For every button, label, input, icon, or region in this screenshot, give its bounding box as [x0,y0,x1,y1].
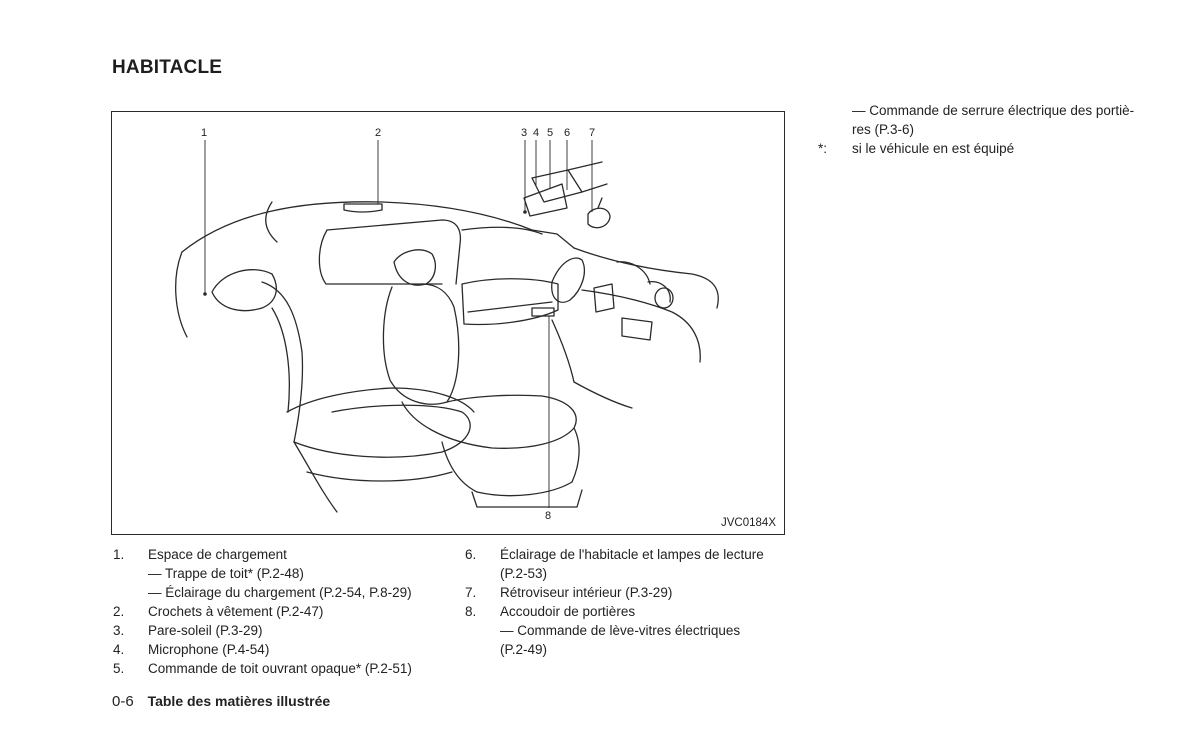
footer-title: Table des matières illustrée [147,693,331,709]
callout-7: 7 [588,127,596,139]
door-armrest [531,307,555,317]
front-headrest [393,249,437,286]
legend-text: Pare-soleil (P.3-29) [148,623,263,638]
callout-1: 1 [200,127,208,139]
notes-column: — Commande de serrure électrique des por… [818,101,1148,158]
legend-number: 8. [465,604,477,619]
legend-item: 4. Microphone (P.4-54) [113,640,443,659]
legend-subitem: — Éclairage du chargement (P.2-54, P.8-2… [148,585,412,600]
callout-4: 4 [532,127,540,139]
figure-code: JVC0184X [721,517,776,529]
note-line: — Commande de serrure électrique des por… [852,103,1135,118]
legend-item: 1. Espace de chargement [113,545,443,564]
legend-item: 2. Crochets à vêtement (P.2-47) [113,602,443,621]
steering-wheel [551,257,585,303]
rear-view-mirror [587,207,611,229]
legend-number: 3. [113,623,125,638]
legend-text: Éclairage de l'habitacle et lampes de le… [500,547,764,562]
footnote-text: si le véhicule en est équipé [852,141,1015,156]
legend-text: Rétroviseur intérieur (P.3-29) [500,585,673,600]
legend-left-column: 1. Espace de chargement — Trappe de toit… [113,545,443,678]
footnote: *: si le véhicule en est équipé [818,139,1148,158]
legend-item: 8. Accoudoir de portières [465,602,785,621]
legend-continuation: (P.2-53) [500,566,548,581]
legend-subitem: — Commande de lève-vitres électriques [500,623,741,638]
footnote-symbol: *: [818,141,828,156]
car-interior-drawing [175,140,719,513]
sun-visor [523,183,568,217]
page-number: 0-6 [112,693,134,710]
legend-middle-column: 6. Éclairage de l'habitacle et lampes de… [465,545,785,659]
legend-item: 7. Rétroviseur intérieur (P.3-29) [465,583,785,602]
legend-subitem: — Trappe de toit* (P.2-48) [148,566,304,581]
section-title: HABITACLE [112,57,223,78]
legend-item: 6. Éclairage de l'habitacle et lampes de… [465,545,785,564]
callout-5: 5 [546,127,554,139]
note-line: res (P.3-6) [852,122,915,137]
legend-number: 4. [113,642,125,657]
legend-number: 7. [465,585,477,600]
legend-text: Microphone (P.4-54) [148,642,270,657]
legend-item: 3. Pare-soleil (P.3-29) [113,621,443,640]
callout-3: 3 [520,127,528,139]
legend-number: 5. [113,661,125,676]
legend-text: Accoudoir de portières [500,604,636,619]
coat-hook [343,203,383,213]
interior-illustration: 1 2 3 4 5 6 7 8 JVC0184X [111,111,785,535]
legend-text: Commande de toit ouvrant opaque* (P.2-51… [148,661,412,676]
callout-2: 2 [374,127,382,139]
legend-number: 1. [113,547,125,562]
legend-number: 2. [113,604,125,619]
legend-text: Crochets à vêtement (P.2-47) [148,604,324,619]
legend-continuation: (P.2-49) [500,642,548,657]
legend-item: 5. Commande de toit ouvrant opaque* (P.2… [113,659,443,678]
legend-text: Espace de chargement [148,547,287,562]
rear-headrest [211,269,277,312]
roof-outline [181,201,533,253]
callout-6: 6 [563,127,571,139]
callout-8: 8 [544,510,552,522]
page-footer: 0-6 Table des matières illustrée [112,693,330,710]
legend-number: 6. [465,547,477,562]
